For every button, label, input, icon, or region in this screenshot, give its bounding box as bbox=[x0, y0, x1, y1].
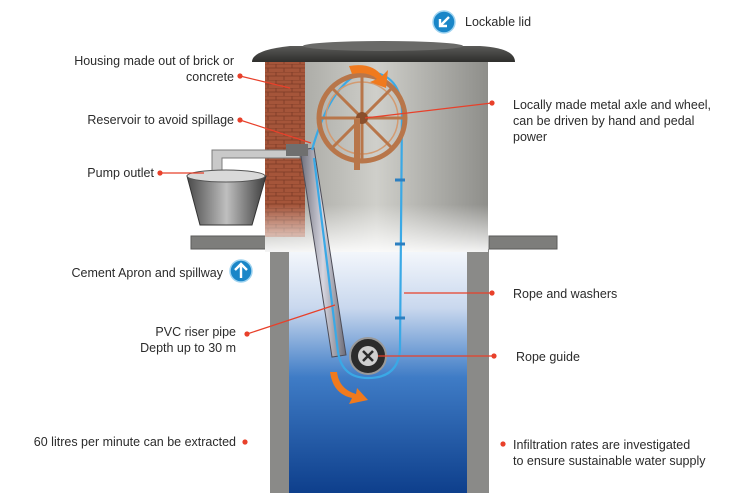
label-lockable-lid: Lockable lid bbox=[465, 15, 532, 29]
label-housing-line2: concrete bbox=[186, 70, 234, 84]
pump-outlet bbox=[186, 149, 301, 226]
rope-guide bbox=[349, 337, 387, 375]
arrow-up-circle-icon bbox=[229, 259, 253, 283]
label-pump-outlet: Pump outlet bbox=[87, 166, 154, 180]
label-infiltration-line2: to ensure sustainable water supply bbox=[513, 454, 706, 468]
label-cement-apron: Cement Apron and spillway bbox=[71, 266, 223, 280]
label-pvc-line2: Depth up to 30 m bbox=[140, 341, 236, 355]
arrow-down-left-circle-icon bbox=[432, 10, 456, 34]
label-pvc-line1: PVC riser pipe bbox=[155, 325, 236, 339]
label-axle-line2: can be driven by hand and pedal bbox=[513, 114, 695, 128]
label-housing-line1: Housing made out of brick or bbox=[74, 54, 234, 68]
label-rope-guide: Rope guide bbox=[516, 350, 580, 364]
lockable-lid bbox=[252, 41, 515, 62]
axle-and-wheel bbox=[316, 72, 408, 170]
label-rope-washers: Rope and washers bbox=[513, 287, 618, 301]
label-litres: 60 litres per minute can be extracted bbox=[33, 435, 236, 449]
flow-arrows bbox=[330, 65, 388, 404]
label-infiltration-line1: Infiltration rates are investigated bbox=[513, 438, 691, 452]
well-shaft-walls bbox=[270, 249, 489, 493]
cement-apron bbox=[190, 235, 558, 250]
label-reservoir: Reservoir to avoid spillage bbox=[87, 113, 234, 127]
label-axle-line3: power bbox=[513, 130, 548, 144]
label-axle-line1: Locally made metal axle and wheel, bbox=[513, 98, 712, 112]
leader-lines bbox=[160, 75, 494, 357]
